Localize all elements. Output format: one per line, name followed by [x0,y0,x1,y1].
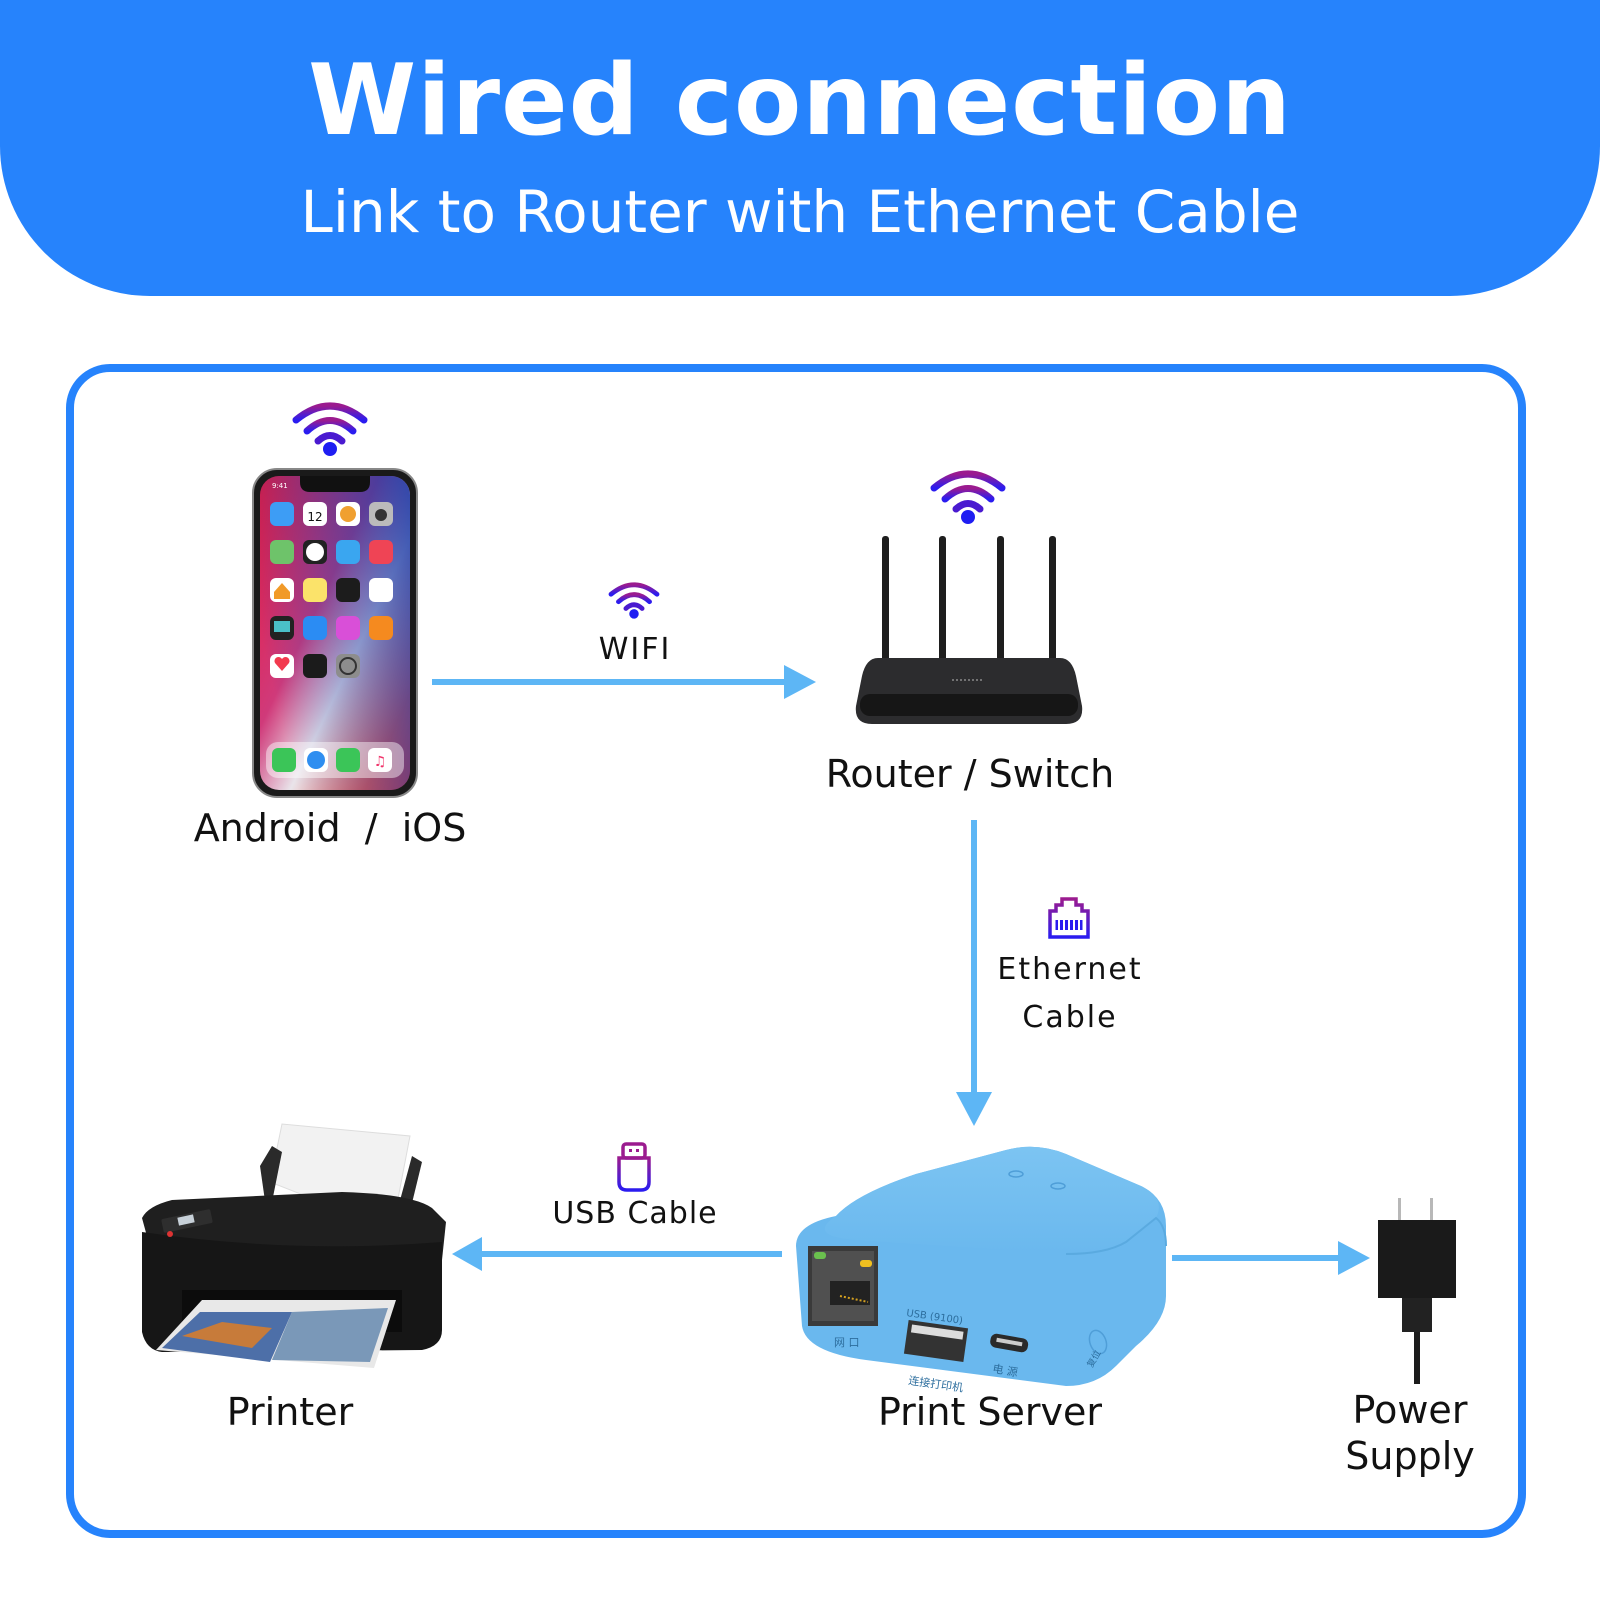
svg-text:9:41: 9:41 [272,482,288,490]
page-title: Wired connection [308,44,1292,158]
printer-icon [142,1123,446,1368]
usb-arrow [452,1237,782,1271]
ethernet-arrow [956,820,992,1126]
ethernet-label-line2: Cable [1022,1000,1118,1035]
power-label-line1: Power [1352,1388,1468,1432]
svg-text:♫: ♫ [374,754,387,770]
svg-text:网 口: 网 口 [834,1336,860,1349]
power-label-line2: Supply [1345,1434,1475,1478]
micro-usb-port [990,1333,1029,1353]
ethernet-label-line1: Ethernet [997,952,1143,987]
print-server-label: Print Server [877,1390,1103,1434]
page-subtitle: Link to Router with Ethernet Cable [300,178,1300,246]
printer-label: Printer [226,1390,354,1434]
usb-port [903,1319,969,1363]
usb-icon [617,1142,651,1192]
usb-connection-label: USB Cable [552,1196,718,1231]
lan-port [808,1246,878,1326]
svg-text:电 源: 电 源 [991,1361,1019,1379]
header-banner: Wired connection Link to Router with Eth… [0,0,1600,296]
app-grid: 12 [270,502,393,678]
wifi-connection-icon [608,582,660,619]
wifi-connection-label: WIFI [598,632,672,667]
print-server-icon: 网 口 USB (9100) 连接打印机 电 源 复位 [796,1146,1167,1395]
router-wifi-icon [930,470,1006,524]
svg-text:12: 12 [307,510,322,524]
power-arrow [1172,1241,1370,1275]
wifi-icon [292,402,368,456]
power-adapter-icon [1378,1198,1456,1384]
diagram-frame [66,364,1526,1538]
smartphone-icon: 9:41 12 ♫ [252,468,418,798]
wifi-arrow [432,665,816,699]
router-icon [855,536,1083,724]
router-label: Router / Switch [825,752,1115,796]
phone-label: Android / iOS [193,806,467,850]
ethernet-port-icon [1048,897,1090,939]
